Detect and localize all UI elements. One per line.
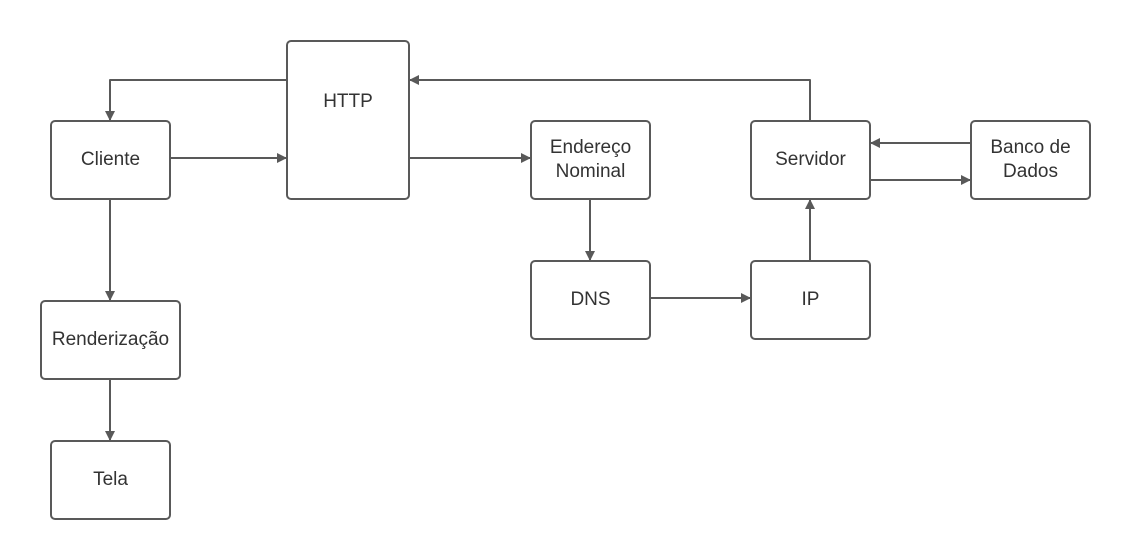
arrow-servidor-to-http [409, 75, 811, 120]
node-ip: IP [750, 260, 871, 340]
node-http: HTTP [286, 40, 410, 200]
node-dns: DNS [530, 260, 651, 340]
node-label: HTTP [323, 90, 373, 112]
node-label: Tela [93, 469, 128, 490]
node-renderizacao: Renderização [40, 300, 181, 380]
node-cliente: Cliente [50, 120, 171, 200]
node-label: Cliente [80, 149, 141, 170]
node-label: Renderização [51, 329, 170, 350]
arrow-http-to-cliente [105, 79, 286, 121]
node-tela: Tela [50, 440, 171, 520]
node-banco-de-dados: Banco de Dados [970, 120, 1091, 200]
node-label: DNS [570, 289, 611, 310]
node-label: IP [801, 289, 820, 310]
node-endereco-nominal: Endereço Nominal [530, 120, 651, 200]
node-label: Servidor [775, 149, 846, 170]
node-servidor: Servidor [750, 120, 871, 200]
node-label: Banco de Dados [990, 137, 1071, 182]
node-label: Endereço Nominal [549, 137, 632, 182]
